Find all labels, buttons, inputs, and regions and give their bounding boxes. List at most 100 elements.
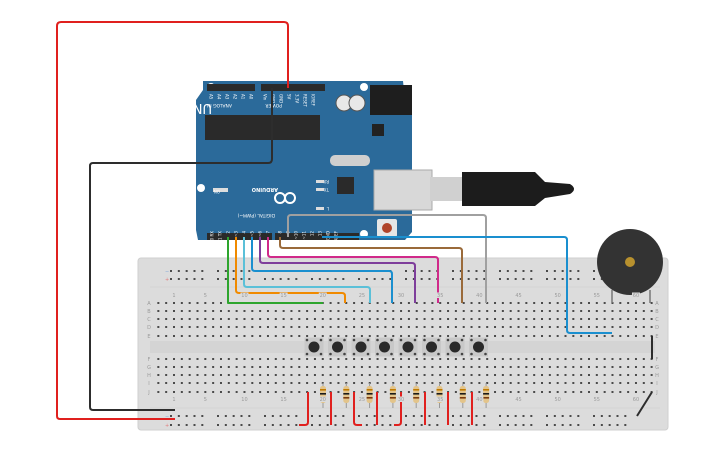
hole [298,335,301,337]
hole [173,374,175,376]
rail-hole [295,424,298,426]
pushbutton[interactable] [304,337,324,357]
hole [306,318,309,320]
pushbutton-cap[interactable] [355,341,367,353]
pushbutton-cap[interactable] [308,341,320,353]
pushbutton-cap[interactable] [473,341,484,353]
pushbutton-cap[interactable] [426,341,437,353]
pushbutton[interactable] [469,337,488,357]
reset-button[interactable] [382,223,392,233]
wire-pin2[interactable] [227,237,323,304]
digital-header-high [275,233,359,240]
rail-hole [177,270,180,272]
hole [439,310,442,312]
hole [196,391,199,393]
rail-hole [373,415,376,417]
resistor[interactable] [389,383,396,408]
hole [321,310,324,312]
hole [580,391,583,393]
hole [572,382,575,384]
pushbutton[interactable] [445,337,465,357]
pushbutton-pin [376,352,379,356]
hole [509,318,512,320]
hole [243,382,246,384]
hole [353,318,356,320]
rail-hole [185,278,188,280]
hole [603,302,606,304]
hole [454,302,457,304]
pushbutton[interactable] [422,337,441,357]
wire-pin5[interactable] [251,237,393,303]
hole [188,302,191,304]
hole [282,391,285,393]
jumper-wire[interactable] [394,392,402,426]
wire-pin8[interactable] [279,237,463,303]
wire-pin7[interactable] [267,237,439,303]
jumper-wire[interactable] [299,392,309,426]
hole [329,326,332,328]
wire-pin6[interactable] [259,237,416,303]
usb-cable[interactable] [430,172,574,206]
hole [525,358,528,360]
pushbutton[interactable] [351,337,371,357]
wire-pin9[interactable] [287,214,487,303]
resistor[interactable] [459,383,466,408]
resistor[interactable] [366,383,373,408]
column-number: 1 [172,293,175,299]
pushbutton-cap[interactable] [332,341,343,353]
column-number: 60 [633,293,639,299]
hole [501,318,504,320]
hole [517,382,520,384]
hole [548,374,551,376]
hole [329,382,332,384]
hole [368,310,371,312]
hole [595,391,598,393]
wires[interactable] [56,21,653,426]
hole [400,326,403,328]
power-jack[interactable] [370,85,412,115]
column-number-bg [592,396,601,402]
hole [447,366,450,368]
pushbutton-cap[interactable] [402,341,414,353]
hole [423,310,426,312]
piezo-buzzer[interactable] [597,229,663,303]
rail-hole [342,424,345,426]
pushbutton-cap[interactable] [449,341,461,353]
hole [603,366,606,368]
pushbutton[interactable] [375,337,394,357]
wire-5v[interactable] [56,21,289,420]
wire-pin4[interactable] [243,237,371,303]
pushbutton[interactable] [398,337,418,357]
resistor[interactable] [483,383,490,408]
resistor[interactable] [343,383,350,408]
hole [580,374,583,376]
hole [595,374,598,376]
microcontroller-chip [205,115,320,140]
hole [282,382,285,384]
arduino-uno[interactable]: UNO ARDUINO DIGITAL (PWM~) POWER ANALOG … [183,81,433,241]
hole [634,366,637,368]
column-number: 5 [204,293,207,299]
hole [470,326,473,328]
wire-gnd[interactable] [89,88,273,411]
rail-hole [193,278,196,280]
usb-port[interactable] [373,169,433,211]
rail-hole [201,278,204,280]
hole [642,382,645,384]
hole [407,374,410,376]
wire-pin3[interactable] [235,237,346,303]
hole [587,366,590,368]
hole [259,335,262,337]
pushbutton[interactable] [328,337,347,357]
wire-pin13[interactable] [322,236,612,334]
pushbutton-cap[interactable] [379,341,390,353]
rail-hole [522,278,525,280]
jumper-wire[interactable] [353,392,362,426]
hole [423,302,426,304]
jumper-wire[interactable] [636,391,653,417]
hole [180,335,183,337]
column-number-bg [240,396,249,402]
resistor[interactable] [413,383,420,408]
hole [509,374,512,376]
